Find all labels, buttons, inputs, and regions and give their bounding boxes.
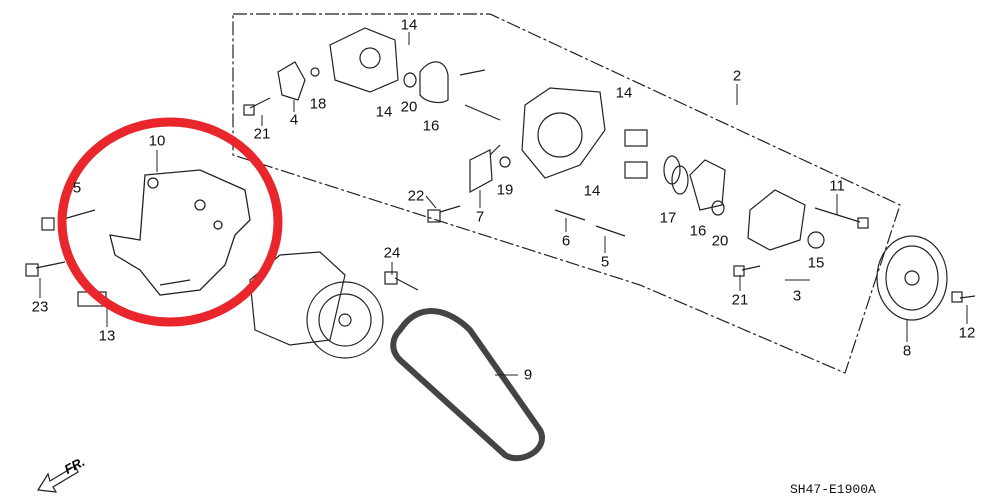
leader-lines xyxy=(39,32,968,376)
pulley-part xyxy=(876,235,948,321)
callout-5: 5 xyxy=(600,253,610,271)
callout-7: 7 xyxy=(475,208,485,226)
callout-4: 4 xyxy=(289,111,299,129)
drive-belt xyxy=(390,308,545,462)
callout-22: 22 xyxy=(407,187,425,205)
bracket-part xyxy=(109,169,251,296)
callout-20: 20 xyxy=(711,232,729,250)
callout-2: 2 xyxy=(732,67,742,85)
callout-21: 21 xyxy=(731,291,749,309)
callout-23: 23 xyxy=(31,298,49,316)
callout-14: 14 xyxy=(400,16,418,34)
callout-14: 14 xyxy=(375,103,393,121)
callout-13: 13 xyxy=(98,327,116,345)
callout-10: 10 xyxy=(148,132,166,150)
callout-12: 12 xyxy=(958,324,976,342)
diagram-code: SH47-E1900A xyxy=(790,482,876,497)
callout-14: 14 xyxy=(615,84,633,102)
callout-19: 19 xyxy=(496,181,514,199)
callout-15: 15 xyxy=(807,254,825,272)
callout-21: 21 xyxy=(253,125,271,143)
callout-8: 8 xyxy=(902,342,912,360)
callout-24: 24 xyxy=(383,244,401,262)
assembly-outline xyxy=(232,13,901,374)
power-steering-pump xyxy=(249,251,384,359)
callout-14: 14 xyxy=(583,182,601,200)
callout-6: 6 xyxy=(561,232,571,250)
callout-11: 11 xyxy=(829,177,845,195)
callout-17: 17 xyxy=(659,209,677,227)
callout-16: 16 xyxy=(689,222,707,240)
callout-20: 20 xyxy=(400,98,418,116)
highlight-circle xyxy=(57,117,283,327)
front-direction-arrow-icon xyxy=(36,465,79,493)
callout-3: 3 xyxy=(792,287,802,305)
pump-internal-parts xyxy=(277,27,825,251)
callout-9: 9 xyxy=(523,366,533,384)
callout-5: 5 xyxy=(72,179,82,197)
callout-16: 16 xyxy=(422,117,440,135)
callout-18: 18 xyxy=(309,95,327,113)
